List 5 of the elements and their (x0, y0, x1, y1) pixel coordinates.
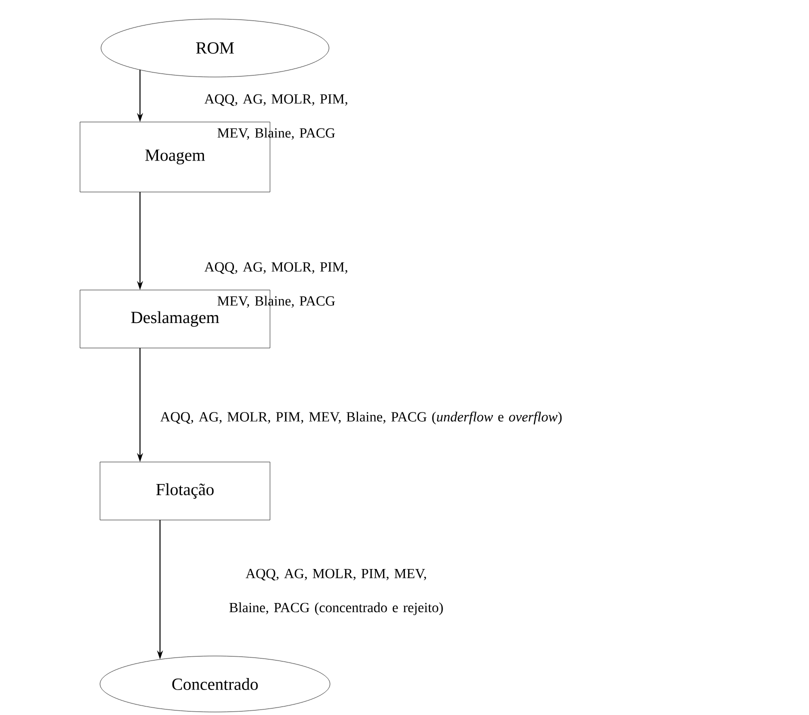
edge-label: AQQ, AG, MOLR, PIM, MEV, Blaine, PACG (204, 262, 348, 308)
edge-label: AQQ, AG, MOLR, PIM, MEV, Blaine, PACG (204, 94, 348, 140)
edge-label: AQQ, AG, MOLR, PIM, MEV, Blaine, PACG (concentrado e rejeito) (229, 568, 443, 616)
edge-label: AQQ, AG, MOLR, PIM, MEV, Blaine, PACG (underflow e overflow) (160, 412, 562, 424)
process-box: Flotação (100, 462, 270, 520)
